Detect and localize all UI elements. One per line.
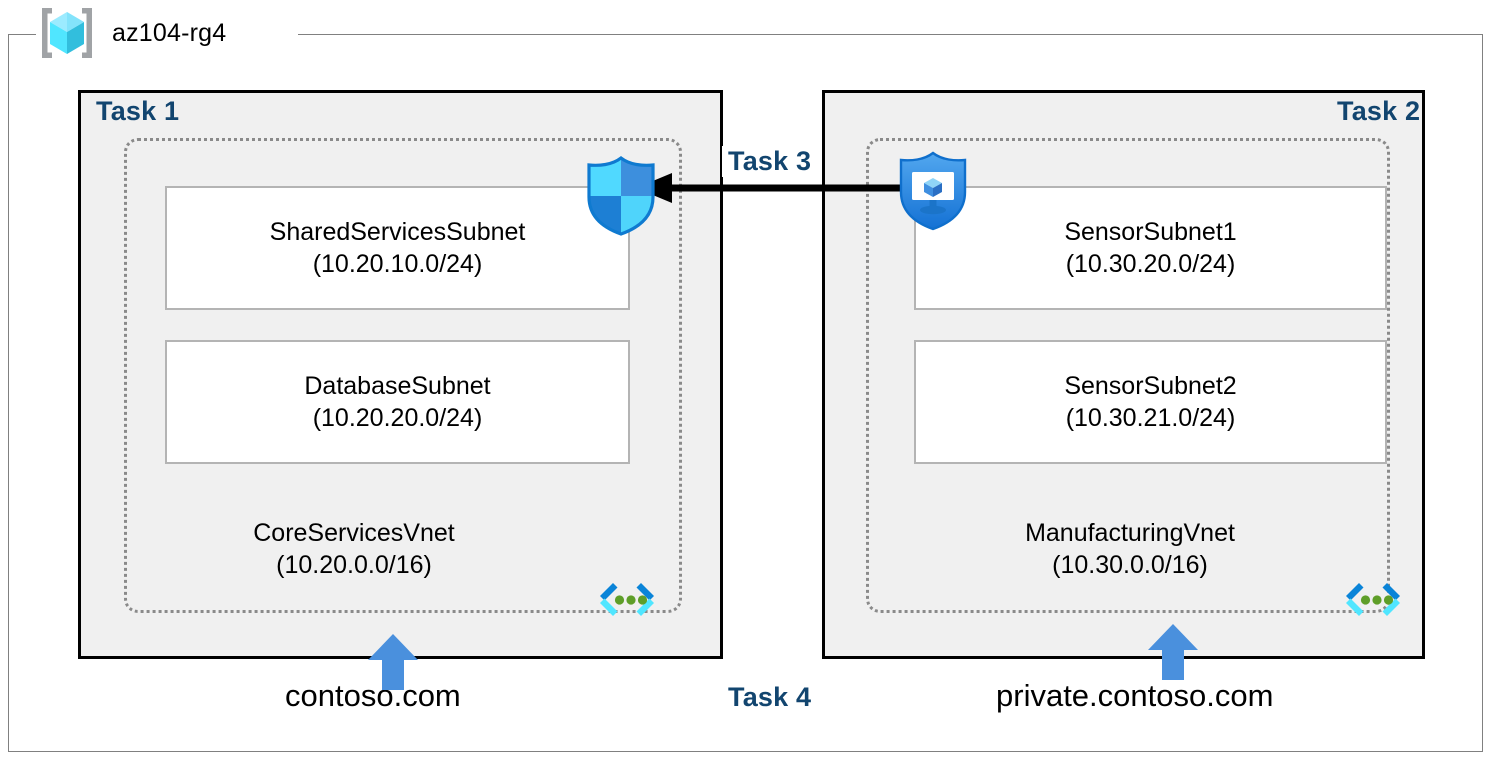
rg-border-left (8, 34, 9, 752)
subnet-sensor-1: SensorSubnet1 (10.30.20.0/24) (914, 186, 1387, 310)
rg-border-top-right (298, 34, 1483, 35)
rg-border-bottom (8, 751, 1483, 752)
subnet-cidr: (10.20.20.0/24) (312, 404, 483, 432)
up-arrow-icon (368, 634, 418, 690)
subnet-cidr: (10.20.10.0/24) (312, 250, 483, 278)
subnet-cidr: (10.30.21.0/24) (1065, 404, 1236, 432)
vnet-name: ManufacturingVnet (1025, 519, 1235, 547)
resource-group-name: az104-rg4 (112, 18, 227, 47)
vnet-name: CoreServicesVnet (253, 519, 455, 547)
task-3-label: Task 3 (722, 146, 818, 177)
subnet-name: SharedServicesSubnet (269, 217, 526, 246)
subnet-name: SensorSubnet2 (1064, 371, 1237, 400)
subnet-name: DatabaseSubnet (304, 371, 491, 400)
rg-border-top-left (8, 34, 36, 35)
task-2-label: Task 2 (1337, 96, 1421, 126)
task-4-label: Task 4 (722, 682, 818, 713)
vnet-address-space: (10.30.0.0/16) (1052, 551, 1208, 579)
manufacturing-vnet-caption: ManufacturingVnet (10.30.0.0/16) (890, 517, 1370, 581)
resource-group-header: az104-rg4 (36, 4, 226, 62)
vnet-subnet-icon (1338, 578, 1408, 626)
resource-group-cube-icon (36, 4, 98, 62)
subnet-name: SensorSubnet1 (1064, 217, 1237, 246)
vnet-address-space: (10.20.0.0/16) (276, 551, 432, 579)
subnet-cidr: (10.30.20.0/24) (1065, 250, 1236, 278)
rg-border-right (1482, 34, 1483, 752)
task-1-label: Task 1 (96, 96, 180, 126)
dns-zone-contoso: contoso.com (285, 678, 461, 713)
subnet-sensor-2: SensorSubnet2 (10.30.21.0/24) (914, 340, 1387, 464)
manufacturing-vnet-boundary (866, 138, 1390, 613)
shield-virtual-machine-icon (894, 150, 972, 232)
vnet-subnet-icon (592, 578, 662, 626)
dns-zone-private-contoso: private.contoso.com (996, 678, 1274, 713)
core-services-vnet-caption: CoreServicesVnet (10.20.0.0/16) (144, 517, 564, 581)
subnet-database: DatabaseSubnet (10.20.20.0/24) (165, 340, 630, 464)
up-arrow-icon (1148, 624, 1198, 680)
core-services-vnet-boundary (124, 138, 682, 613)
subnet-shared-services: SharedServicesSubnet (10.20.10.0/24) (165, 186, 630, 310)
shield-quadrant-icon (582, 155, 660, 237)
